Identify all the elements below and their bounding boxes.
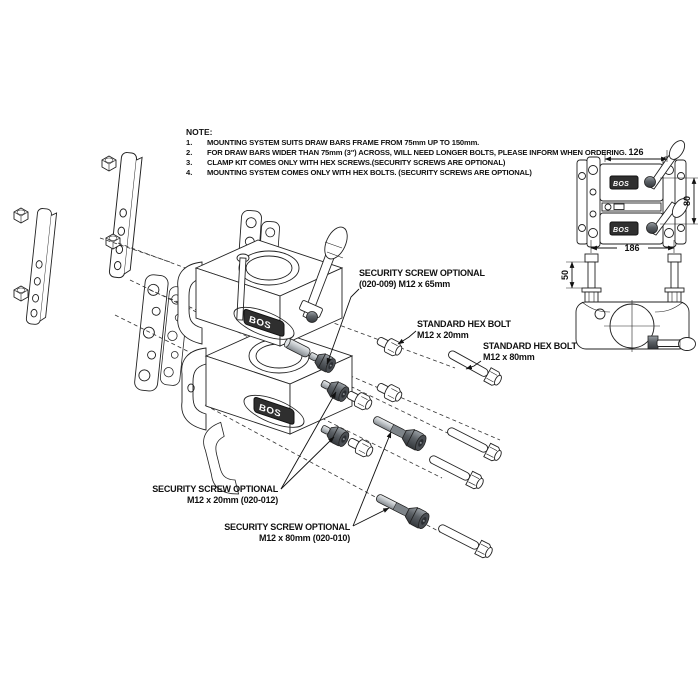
note-3-text: CLAMP KIT COMES ONLY WITH HEX SCREWS.(SE… bbox=[207, 158, 506, 167]
note-1-text: MOUNTING SYSTEM SUITS DRAW BARS FRAME FR… bbox=[207, 138, 479, 147]
dimension-186: 186 bbox=[591, 240, 674, 253]
clamp-body-lower: BOS bbox=[181, 327, 354, 500]
callout-security-65-line1: SECURITY SCREW OPTIONAL bbox=[359, 268, 485, 278]
dim-height-right: 80 bbox=[682, 196, 692, 206]
note-4-text: MOUNTING SYSTEM COMES ONLY WITH HEX BOLT… bbox=[207, 168, 532, 177]
callout-security-20-line1: SECURITY SCREW OPTIONAL bbox=[152, 484, 278, 494]
dimension-50: 50 bbox=[560, 261, 586, 289]
hex-nut bbox=[13, 207, 29, 224]
callout-hex-80-line2: M12 x 80mm bbox=[483, 352, 535, 362]
dim-width-bottom: 186 bbox=[624, 243, 639, 253]
bottom-view-bolt-left bbox=[581, 253, 602, 303]
callout-hex-80-line1: STANDARD HEX BOLT bbox=[483, 341, 577, 351]
rail-bar-left bbox=[25, 207, 58, 326]
brand-logo: BOS bbox=[613, 227, 629, 234]
note-3-num: 3. bbox=[186, 158, 192, 167]
dim-width-top: 126 bbox=[628, 147, 643, 157]
dimension-126: 126 bbox=[604, 147, 668, 162]
leader-lines bbox=[280, 288, 482, 527]
dimension-80: 80 bbox=[660, 177, 698, 225]
brand-logo: BOS bbox=[613, 181, 629, 188]
callout-security-80-line2: M12 x 80mm (020-010) bbox=[259, 533, 350, 543]
front-lever-lower bbox=[646, 198, 689, 236]
callout-security-65-line2: (020-009) M12 x 65mm bbox=[359, 279, 450, 289]
hex-screw-m12x20 bbox=[374, 332, 405, 359]
callout-security-80-line1: SECURITY SCREW OPTIONAL bbox=[224, 522, 350, 532]
note-2-num: 2. bbox=[186, 148, 192, 157]
clamp-lever bbox=[299, 226, 348, 323]
hex-bolt-m12x80 bbox=[426, 450, 487, 492]
dim-bolt-height: 50 bbox=[560, 270, 570, 280]
security-screw-65 bbox=[284, 337, 339, 375]
note-4-num: 4. bbox=[186, 168, 192, 177]
callout-hex-20-line1: STANDARD HEX BOLT bbox=[417, 319, 511, 329]
notes-block: NOTE: 1. MOUNTING SYSTEM SUITS DRAW BARS… bbox=[186, 127, 627, 177]
callout-labels: SECURITY SCREW OPTIONAL (020-009) M12 x … bbox=[152, 268, 577, 543]
security-screw-m12x80 bbox=[372, 488, 432, 532]
callout-hex-20-line2: M12 x 20mm bbox=[417, 330, 469, 340]
callout-security-20-line2: M12 x 20mm (020-012) bbox=[187, 495, 278, 505]
hex-nut bbox=[13, 285, 29, 302]
hex-nut bbox=[101, 155, 117, 172]
exploded-view: BOS BOS bbox=[13, 151, 505, 561]
note-2-text: FOR DRAW BARS WIDER THAN 75mm (3") ACROS… bbox=[207, 148, 627, 157]
bottom-view-body bbox=[575, 300, 696, 352]
notes-heading: NOTE: bbox=[186, 127, 213, 137]
bottom-view-bolt-right bbox=[664, 253, 685, 303]
hex-bolt-m12x80 bbox=[435, 519, 496, 561]
rail-bar-right bbox=[108, 151, 143, 280]
front-lever-upper bbox=[644, 140, 686, 190]
front-view: BOS BOS 126 80 bbox=[576, 140, 698, 253]
hex-screw-m12x20 bbox=[374, 378, 405, 405]
bottom-view: 50 bbox=[560, 253, 696, 352]
note-1-num: 1. bbox=[186, 138, 192, 147]
hex-screw-m12x20 bbox=[345, 433, 376, 460]
